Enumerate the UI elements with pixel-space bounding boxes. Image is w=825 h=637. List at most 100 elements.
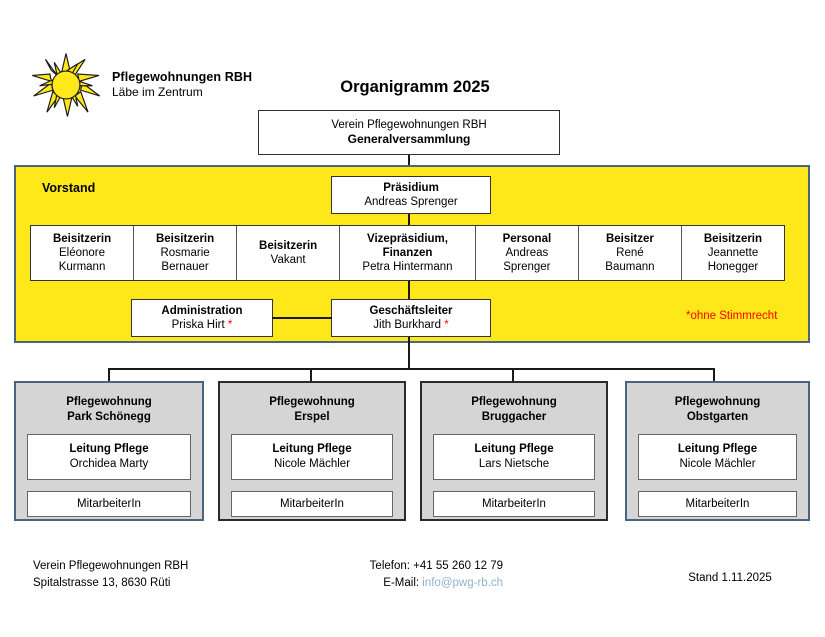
administration-star: * <box>224 319 233 331</box>
footer-phone: Telefon: +41 55 260 12 79 <box>369 560 503 572</box>
unit-title: Pflegewohnung Obstgarten <box>638 383 797 434</box>
node-geschaeftsleiter[interactable]: Geschäftsleiter Jith Burkhard * <box>331 299 491 337</box>
footer-address: Verein Pflegewohnungen RBH Spitalstrasse… <box>33 558 188 593</box>
administration-person: Priska Hirt <box>171 319 225 331</box>
board-member-role: Vizepräsidium, <box>367 232 448 245</box>
board-member-name-1: Jeannette <box>707 246 759 259</box>
geschaeftsleiter-role: Geschäftsleiter <box>369 304 453 317</box>
unit-staff-box[interactable]: MitarbeiterIn <box>231 490 393 517</box>
board-member-0[interactable]: Beisitzerin Eléonore Kurmann <box>31 226 135 280</box>
footer-address-line1: Verein Pflegewohnungen RBH <box>33 560 189 572</box>
board-member-name-1: René <box>616 246 644 259</box>
footer-address-line2: Spitalstrasse 13, 8630 Rüti <box>33 577 171 590</box>
board-member-2[interactable]: Beisitzerin Vakant <box>237 226 341 280</box>
board-members-row: Beisitzerin Eléonore Kurmann Beisitzerin… <box>30 225 785 281</box>
connector-administration-geschaeftsleiter <box>272 317 332 319</box>
footer-contact: Telefon: +41 55 260 12 79 E-Mail: info@p… <box>298 558 503 593</box>
unit-lead-name: Nicole Mächler <box>679 457 756 470</box>
administration-name: Priska Hirt * <box>172 318 233 332</box>
footer-status-date: Stand 1.11.2025 <box>688 572 772 584</box>
unit-title-line2: Erspel <box>294 410 330 423</box>
board-member-name-2: Kurmann <box>58 261 106 274</box>
unit-lead-name: Nicole Mächler <box>273 457 351 470</box>
page-title: Organigramm 2025 <box>340 78 490 96</box>
org-name: Pflegewohnungen RBH <box>112 70 253 85</box>
board-member-role: Personal <box>502 232 552 245</box>
unit-erspel[interactable]: Pflegewohnung Erspel Leitung Pflege Nico… <box>218 381 406 521</box>
connector-branch-1 <box>310 368 312 382</box>
unit-lead-box[interactable]: Leitung Pflege Nicole Mächler <box>638 433 797 480</box>
unit-lead-role: Leitung Pflege <box>474 442 554 455</box>
unit-lead-role: Leitung Pflege <box>69 442 149 455</box>
administration-role: Administration <box>161 304 243 317</box>
geschaeftsleiter-person: Jith Burkhard <box>373 319 442 331</box>
board-member-5[interactable]: Beisitzer René Baumann <box>579 226 682 280</box>
connector-branch-2 <box>512 368 514 382</box>
unit-bruggacher[interactable]: Pflegewohnung Bruggacher Leitung Pflege … <box>420 381 608 521</box>
org-tagline: Läbe im Zentrum <box>112 85 203 100</box>
unit-lead-role: Leitung Pflege <box>677 442 758 455</box>
geschaeftsleiter-star: * <box>441 319 449 331</box>
connector-branch-bar <box>108 368 713 370</box>
board-member-role: Beisitzer <box>605 232 654 245</box>
connector-branch-0 <box>108 368 110 382</box>
praesidium-role: Präsidium <box>383 181 439 194</box>
unit-lead-box[interactable]: Leitung Pflege Orchidea Marty <box>27 433 191 480</box>
unit-lead-box[interactable]: Leitung Pflege Nicole Mächler <box>231 433 393 480</box>
unit-lead-name: Lars Nietsche <box>478 457 550 470</box>
board-member-name-1: Vakant <box>270 254 306 266</box>
board-member-role: Beisitzerin <box>155 232 215 245</box>
unit-title: Pflegewohnung Park Schönegg <box>27 383 191 434</box>
unit-title-line2: Park Schönegg <box>67 410 151 423</box>
board-member-name-2: Baumann <box>605 261 655 274</box>
node-administration[interactable]: Administration Priska Hirt * <box>131 299 273 337</box>
unit-staff-box[interactable]: MitarbeiterIn <box>433 490 595 517</box>
unit-title-line2: Obstgarten <box>686 410 749 423</box>
footer-email-row: E-Mail: info@pwg-rb.ch <box>298 575 503 592</box>
footer-email-link[interactable]: info@pwg-rb.ch <box>422 577 503 590</box>
footer-email-label: E-Mail: <box>383 577 423 590</box>
praesidium-name: Andreas Sprenger <box>364 196 458 208</box>
unit-title-line1: Pflegewohnung <box>269 396 355 408</box>
geschaeftsleiter-name: Jith Burkhard * <box>373 318 448 332</box>
voting-footnote: *ohne Stimmrecht <box>686 310 778 322</box>
connector-vizepraesidium-geschaeftsleiter <box>408 281 410 300</box>
board-member-role-2: Finanzen <box>382 246 433 259</box>
unit-staff-box[interactable]: MitarbeiterIn <box>638 490 797 517</box>
board-member-1[interactable]: Beisitzerin Rosmarie Bernauer <box>134 226 238 280</box>
connector-praesidium-board <box>408 214 410 225</box>
board-member-name-2: Honegger <box>707 261 759 274</box>
gv-line1: Verein Pflegewohnungen RBH <box>331 118 487 131</box>
board-member-name-1: Petra Hintermann <box>362 261 453 274</box>
unit-staff-box[interactable]: MitarbeiterIn <box>27 490 191 517</box>
brand-text: Pflegewohnungen RBH Läbe im Zentrum <box>112 69 252 100</box>
unit-title-line1: Pflegewohnung <box>66 396 152 408</box>
brand-logo-block: Pflegewohnungen RBH Läbe im Zentrum <box>28 52 278 118</box>
vorstand-label: Vorstand <box>42 181 96 195</box>
connector-branch-3 <box>713 368 715 382</box>
unit-title: Pflegewohnung Erspel <box>231 383 393 434</box>
unit-lead-role: Leitung Pflege <box>272 442 352 455</box>
unit-obstgarten[interactable]: Pflegewohnung Obstgarten Leitung Pflege … <box>625 381 810 521</box>
board-member-role: Beisitzerin <box>52 232 112 245</box>
board-member-name-2: Sprenger <box>503 261 551 274</box>
unit-park-schoenegg[interactable]: Pflegewohnung Park Schönegg Leitung Pfle… <box>14 381 204 521</box>
unit-lead-box[interactable]: Leitung Pflege Lars Nietsche <box>433 433 595 480</box>
connector-geschaeftsleiter-units <box>408 337 410 370</box>
node-generalversammlung[interactable]: Verein Pflegewohnungen RBH Generalversam… <box>258 110 560 155</box>
sun-icon <box>28 52 104 118</box>
board-member-name-1: Eléonore <box>59 246 106 259</box>
board-member-role: Beisitzerin <box>259 239 318 252</box>
board-member-name-2: Bernauer <box>161 261 209 274</box>
board-member-4[interactable]: Personal Andreas Sprenger <box>476 226 579 280</box>
board-member-6[interactable]: Beisitzerin Jeannette Honegger <box>682 226 784 280</box>
unit-title-line2: Bruggacher <box>481 410 547 423</box>
unit-title: Pflegewohnung Bruggacher <box>433 383 595 434</box>
board-member-name-1: Andreas <box>505 246 549 259</box>
unit-title-line1: Pflegewohnung <box>674 396 761 408</box>
gv-line2: Generalversammlung <box>347 132 471 147</box>
board-member-name-1: Rosmarie <box>160 246 210 259</box>
node-praesidium[interactable]: Präsidium Andreas Sprenger <box>331 176 491 214</box>
board-member-3[interactable]: Vizepräsidium, Finanzen Petra Hintermann <box>340 226 476 280</box>
board-member-role: Beisitzerin <box>703 232 763 245</box>
